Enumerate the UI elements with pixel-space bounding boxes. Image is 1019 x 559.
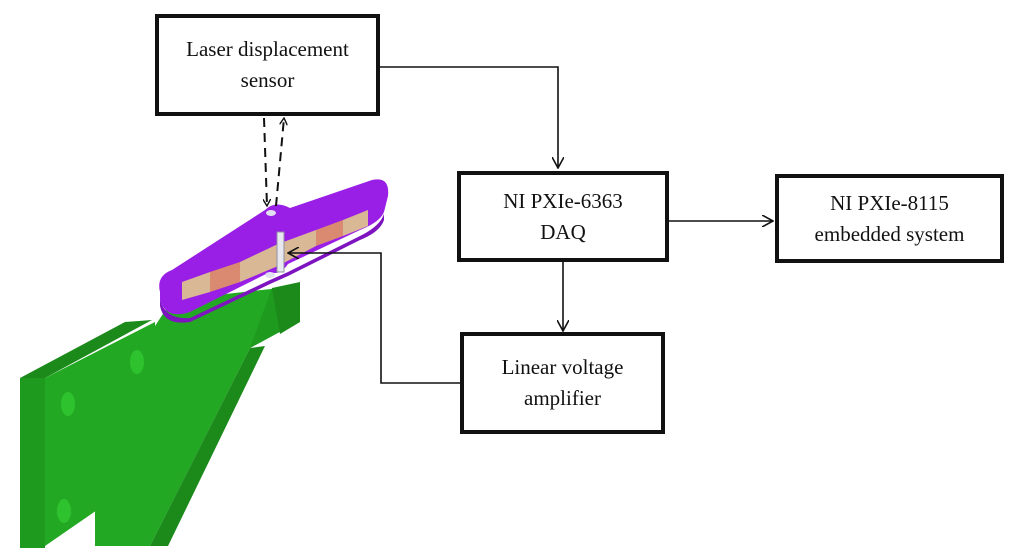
node-label-line: Laser displacement (186, 37, 349, 61)
mount-hole (57, 499, 71, 523)
node-laser-displacement-sensor: Laser displacement sensor (155, 14, 380, 116)
node-label-line: Linear voltage (501, 355, 624, 379)
node-linear-voltage-amplifier: Linear voltage amplifier (460, 332, 665, 434)
mounting-bracket (20, 282, 300, 548)
node-label-line: sensor (240, 68, 295, 92)
piezo-patch (210, 262, 240, 292)
piezo-patch (343, 210, 368, 236)
node-label-line: embedded system (814, 221, 965, 246)
actuator-plate (276, 231, 285, 273)
node-daq: NI PXIe-6363 DAQ (457, 171, 669, 262)
piezo-patch (182, 272, 210, 300)
node-embedded-system: NI PXIe-8115 embedded system (775, 174, 1004, 263)
piezo-patch (316, 220, 343, 246)
laser-beam-down (264, 117, 267, 206)
edge-laser-to-daq (377, 66, 558, 168)
mount-hole (61, 392, 75, 416)
node-label-line: DAQ (540, 219, 586, 244)
piezo-patch (240, 244, 278, 282)
cantilever-beam (159, 179, 389, 323)
edge-amplifier-to-beam (288, 253, 460, 384)
mount-hole (130, 350, 144, 374)
node-label-line: NI PXIe-8115 (830, 190, 949, 215)
laser-beam-up (275, 118, 284, 207)
node-label-line: amplifier (524, 386, 601, 410)
node-label-line: NI PXIe-6363 (503, 188, 623, 213)
